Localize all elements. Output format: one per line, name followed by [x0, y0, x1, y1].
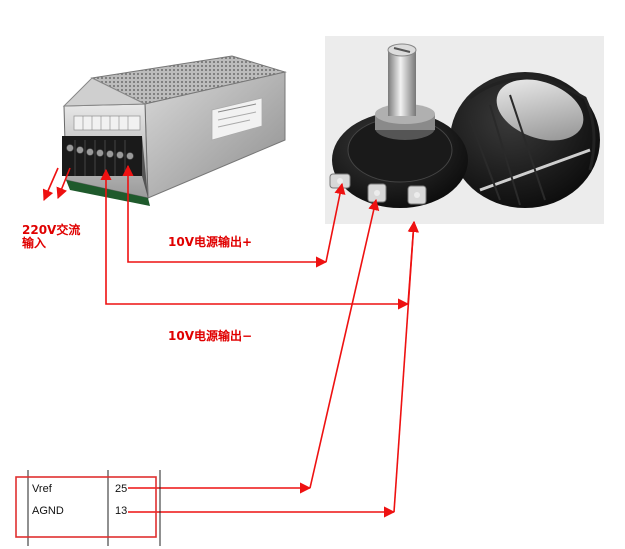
- table-pin-agnd: 13: [115, 505, 128, 517]
- knob-cap: [450, 72, 600, 208]
- potentiometer-image: [325, 36, 604, 224]
- table-signal-agnd: AGND: [32, 505, 64, 517]
- ac-input-label: 220V交流 输入: [22, 224, 80, 250]
- dc-positive-label: 10V电源输出+: [168, 235, 253, 249]
- wiring-lines: [42, 164, 419, 518]
- ac-input-arrow-left: [42, 167, 59, 202]
- ac-input-label-line2: 输入: [22, 236, 47, 250]
- table-signal-vref: Vref: [32, 483, 52, 495]
- ac-input-arrow-right: [56, 167, 71, 200]
- terminal-table: [15, 470, 161, 546]
- power-supply-image: [62, 55, 287, 206]
- dc-negative-label: 10V电源输出−: [168, 329, 253, 343]
- wire-negative: [100, 168, 410, 310]
- wire-agnd-to-lug: [393, 220, 419, 513]
- wire-vref-to-wiper: [309, 198, 380, 489]
- table-pin-vref: 25: [115, 483, 128, 495]
- ac-input-label-line1: 220V交流: [22, 223, 81, 237]
